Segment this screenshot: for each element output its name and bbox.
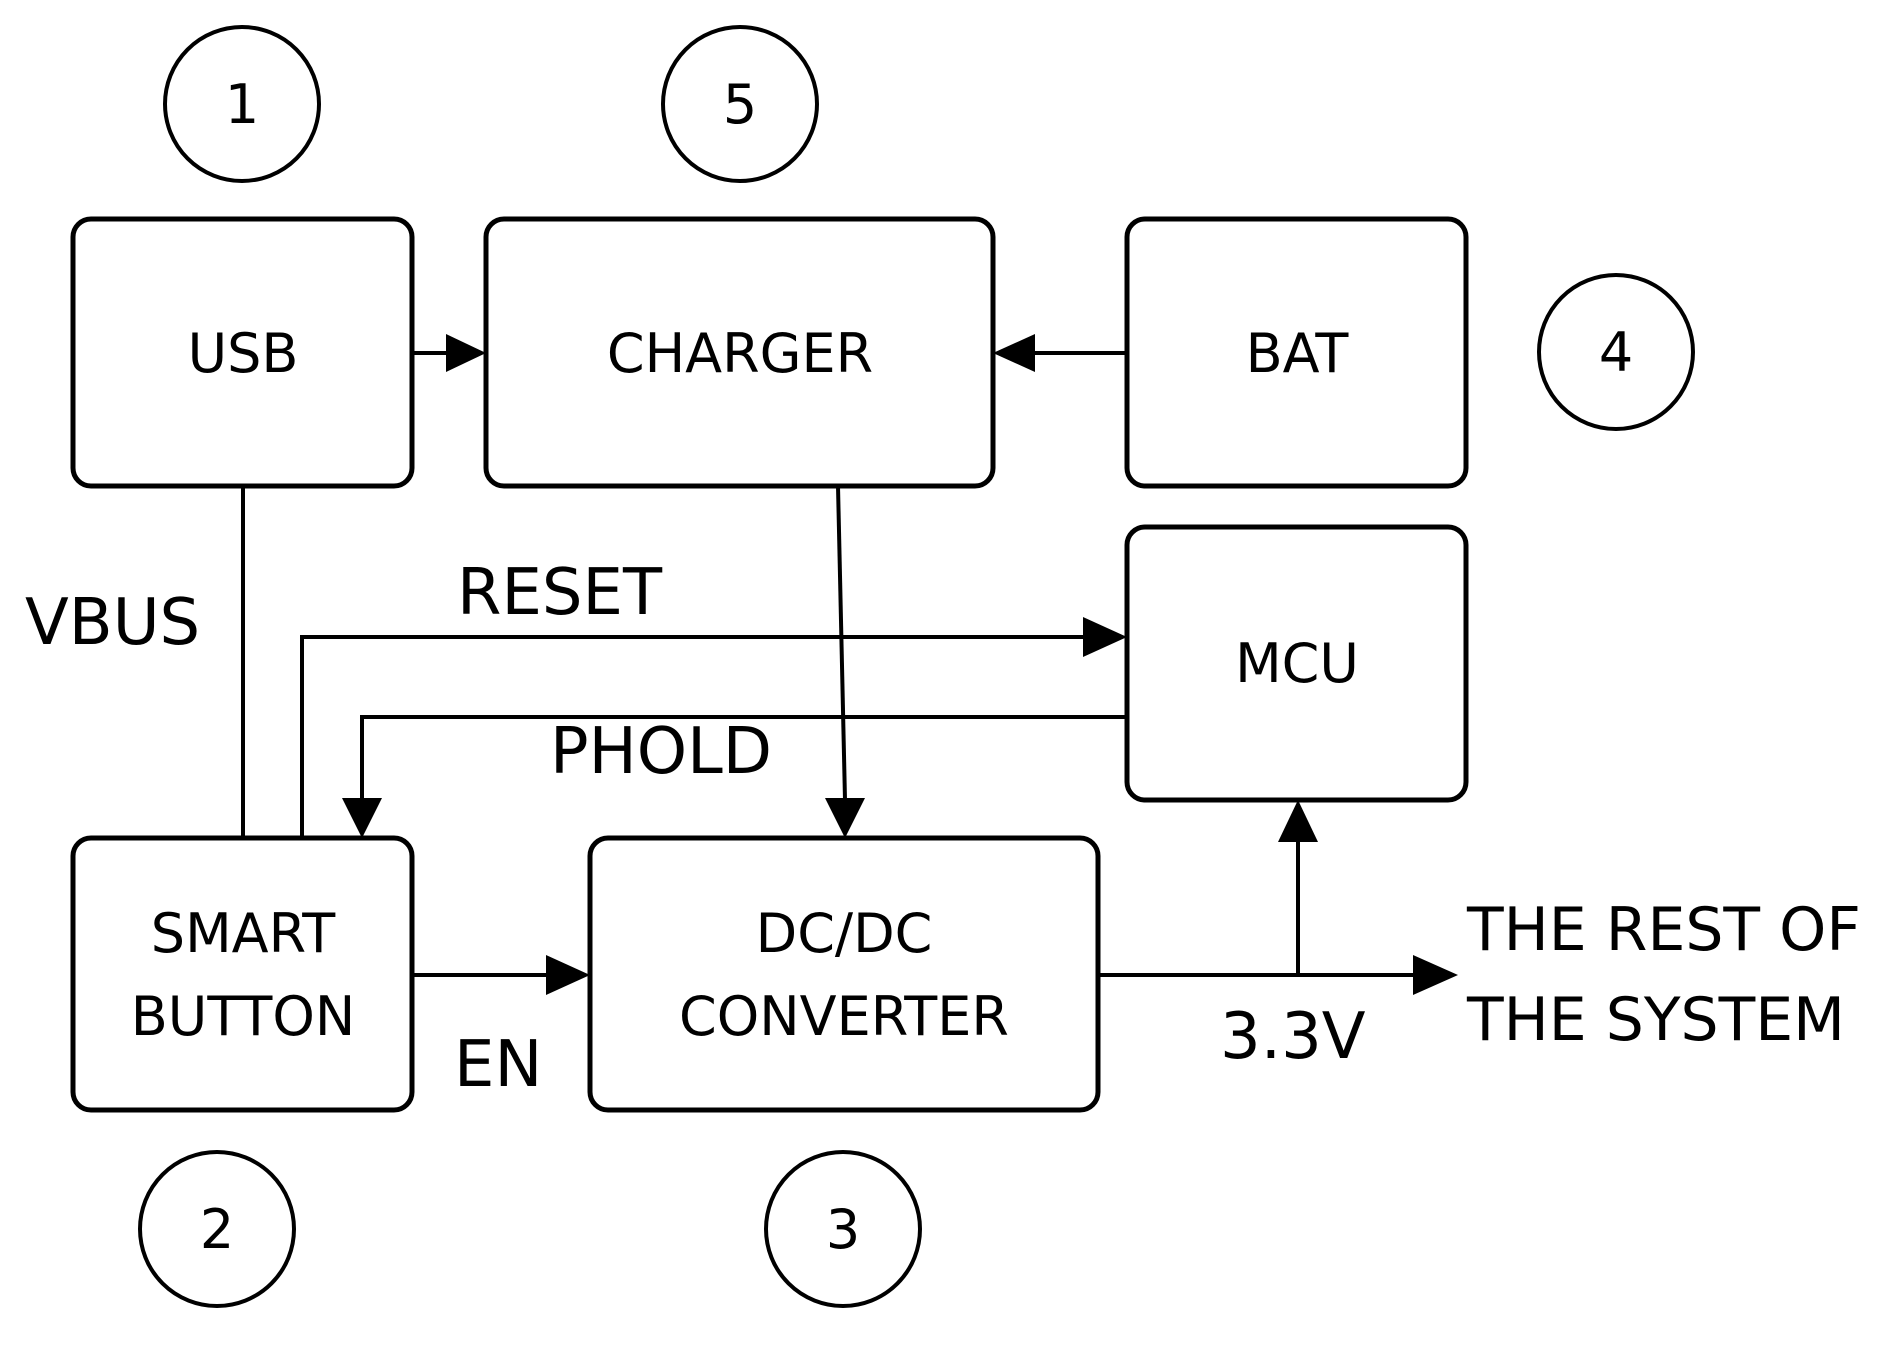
wire-reset [300,635,1083,838]
block-usb-label: USB [188,322,299,385]
block-dcdc-converter: DC/DC CONVERTER [587,835,1101,1113]
marker-4-label: 4 [1599,321,1633,384]
label-en: EN [454,1028,542,1102]
block-smart-button-line1: SMART [151,902,336,965]
wires [241,351,1413,977]
arrow-heads [342,334,1458,995]
block-mcu: MCU [1124,524,1469,803]
arrow-head-usb-charger [446,334,486,372]
marker-3-label: 3 [826,1198,860,1261]
arrow-head-en [546,955,590,995]
label-3v3: 3.3V [1220,1000,1366,1074]
output-label-line2: THE SYSTEM [1466,985,1845,1055]
marker-1: 1 [163,25,321,183]
marker-5: 5 [661,25,819,183]
arrow-head-phold [342,798,382,838]
label-phold: PHOLD [550,715,772,789]
wire-charger-dcdc [836,485,847,801]
label-vbus: VBUS [25,586,200,660]
arrow-head-3v3-mcu [1278,800,1318,842]
arrow-head-reset [1083,617,1127,657]
arrow-head-charger-dcdc [825,798,865,838]
marker-5-label: 5 [723,73,757,136]
arrow-head-bat-charger [993,334,1035,372]
block-smart-button: SMART BUTTON [70,835,415,1113]
marker-4: 4 [1537,273,1695,431]
marker-3: 3 [764,1150,922,1308]
block-mcu-label: MCU [1235,632,1359,695]
block-bat: BAT [1124,216,1469,489]
wire-phold [360,715,1127,800]
arrow-head-3v3-out [1413,955,1458,995]
block-dcdc-line1: DC/DC [756,902,933,965]
block-dcdc-line2: CONVERTER [679,985,1009,1048]
block-usb: USB [70,216,415,489]
marker-1-label: 1 [225,73,259,136]
block-charger: CHARGER [483,216,996,489]
block-smart-button-line2: BUTTON [131,985,356,1048]
block-charger-label: CHARGER [607,322,873,385]
marker-2-label: 2 [200,1198,234,1261]
marker-2: 2 [138,1150,296,1308]
label-reset: RESET [457,556,663,630]
output-label-line1: THE REST OF [1466,895,1861,965]
block-bat-label: BAT [1246,322,1350,385]
